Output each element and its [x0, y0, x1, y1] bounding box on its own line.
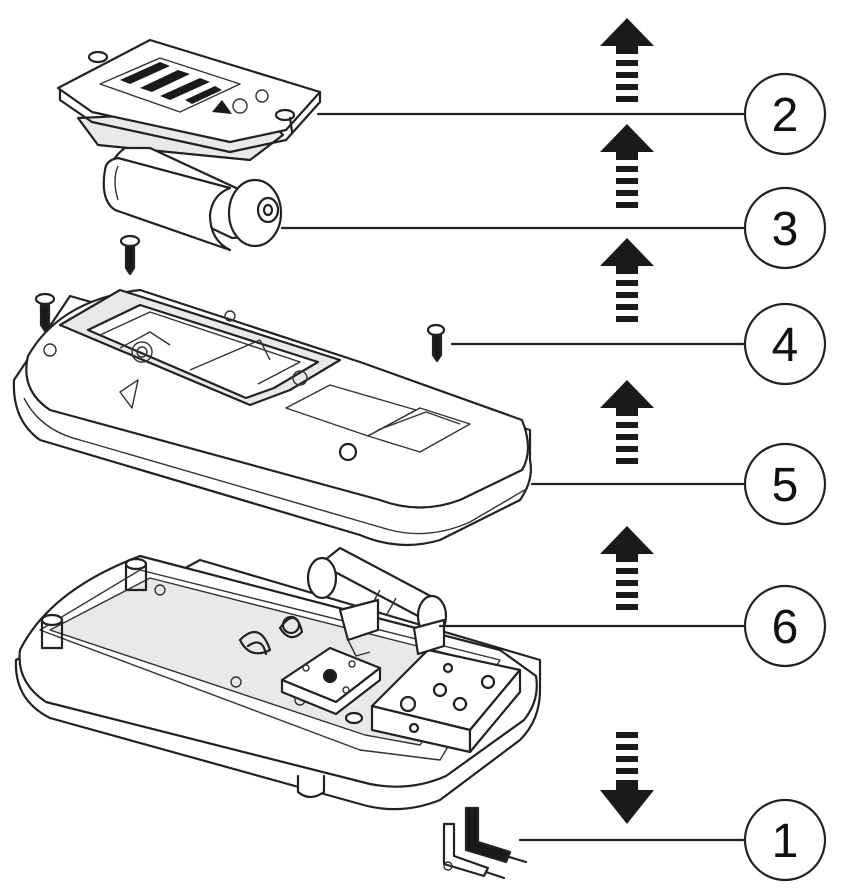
callout-label: 3: [772, 203, 799, 256]
test-leads-part: [442, 806, 528, 880]
up-arrow: [600, 124, 654, 208]
callout-label: 6: [772, 601, 799, 654]
front-case-part: [14, 546, 542, 811]
screw: [34, 292, 56, 333]
up-arrow: [600, 18, 654, 102]
callout-label: 1: [772, 815, 799, 868]
up-arrow: [600, 238, 654, 322]
battery-part: [102, 146, 283, 252]
callout-3: 3: [743, 186, 827, 270]
up-arrow: [600, 526, 654, 610]
callout-5: 5: [743, 442, 827, 526]
callout-label: 5: [772, 459, 799, 512]
screw: [426, 323, 446, 363]
callout-label: 4: [772, 319, 799, 372]
screw: [119, 234, 141, 276]
bottom-housing-part: [12, 288, 532, 547]
callout-2: 2: [743, 72, 827, 156]
callout-6: 6: [743, 584, 827, 668]
leader-lines: [280, 112, 746, 842]
battery-cover-part: [56, 38, 322, 162]
callout-4: 4: [743, 302, 827, 386]
callout-1: 1: [743, 798, 827, 882]
up-arrow: [600, 380, 654, 464]
down-arrow: [600, 732, 654, 824]
callout-label: 2: [772, 89, 799, 142]
